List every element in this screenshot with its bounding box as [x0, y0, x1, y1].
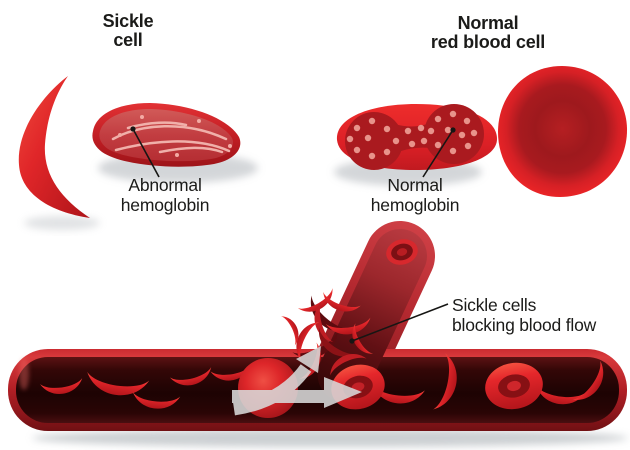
blood-vessel — [8, 221, 627, 431]
flow-arrows — [232, 346, 362, 416]
normal-rbc-top-view — [498, 66, 628, 197]
normal-rbc-title: Normal red blood cell — [398, 14, 578, 52]
callout-line-blocking — [349, 303, 449, 344]
normal-hemoglobin-dots — [346, 110, 478, 160]
title-line: Sickle — [102, 11, 154, 31]
abnormal-hemoglobin-label: Abnormal hemoglobin — [85, 175, 245, 215]
flow-arrow-up-branch — [232, 346, 321, 416]
title-line: cell — [113, 30, 143, 50]
rbc-at-branch-opening — [386, 239, 418, 265]
normal-rbc-cross-section — [336, 104, 497, 170]
label-line: blocking blood flow — [452, 315, 597, 335]
sickle-cell-cross-section — [92, 103, 241, 167]
label-line: Sickle cells — [452, 295, 537, 315]
sickle-cell-crescent — [18, 76, 90, 218]
sickle-cell-title: Sickle cell — [58, 12, 198, 50]
title-line: red blood cell — [430, 32, 546, 52]
normal-hemoglobin-label: Normal hemoglobin — [335, 175, 495, 215]
blocking-blood-flow-label: Sickle cells blocking blood flow — [452, 295, 630, 335]
donut-rbc-in-vessel — [485, 362, 543, 410]
callout-line-abnormal — [130, 126, 160, 178]
callout-line-normal — [422, 127, 456, 178]
label-line: Normal — [387, 175, 443, 195]
label-line: Abnormal — [128, 175, 202, 195]
label-line: hemoglobin — [120, 195, 210, 215]
label-line: hemoglobin — [370, 195, 460, 215]
title-line: Normal — [457, 13, 519, 33]
